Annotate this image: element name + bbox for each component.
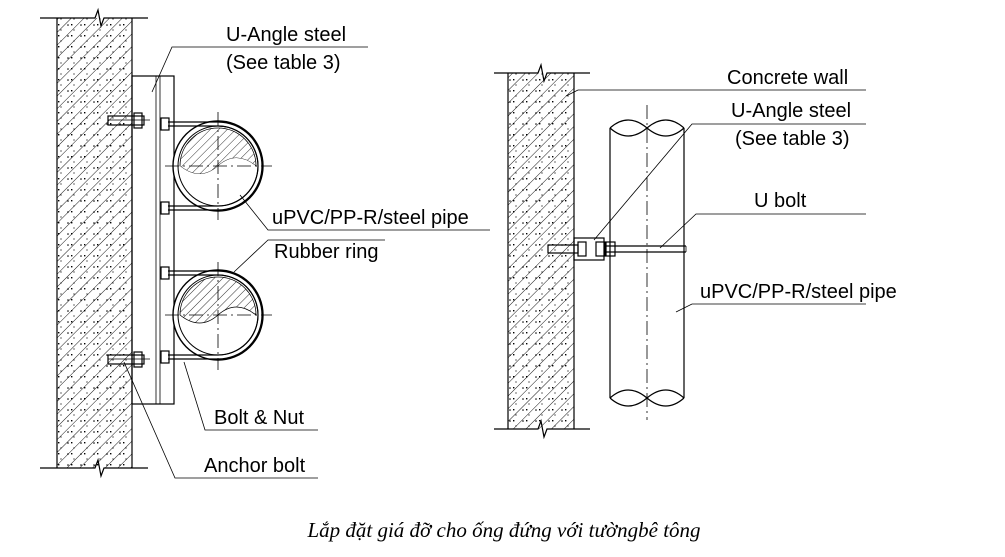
right-u-angle-label: U-Angle steel — [731, 100, 851, 122]
left-pipe-upper — [160, 112, 272, 220]
left-wall-section — [40, 7, 148, 479]
right-support-assembly — [547, 237, 687, 261]
left-leaders — [123, 46, 490, 479]
diagram-caption: Lắp đặt giá đỡ cho ống đứng với tườngbê … — [306, 518, 700, 542]
left-anchor-bolt-bottom — [107, 351, 150, 368]
left-bolt-nut-label: Bolt & Nut — [214, 407, 304, 429]
right-u-angle-note: (See table 3) — [735, 128, 850, 150]
left-u-angle-steel — [131, 75, 175, 405]
right-pipe-elevation — [609, 105, 685, 420]
right-wall-section — [494, 62, 590, 440]
left-anchor-label: Anchor bolt — [204, 455, 306, 477]
left-anchor-bolt-top — [107, 112, 150, 129]
right-concrete-label: Concrete wall — [727, 67, 848, 89]
left-pipe-lower — [160, 262, 272, 370]
left-pipe-label: uPVC/PP-R/steel pipe — [272, 207, 469, 229]
left-rubber-label: Rubber ring — [274, 241, 379, 263]
right-ubolt-label: U bolt — [754, 190, 807, 212]
right-pipe-label: uPVC/PP-R/steel pipe — [700, 281, 897, 303]
right-leaders — [565, 89, 866, 313]
left-u-angle-note: (See table 3) — [226, 52, 341, 74]
left-u-angle-label: U-Angle steel — [226, 24, 346, 46]
